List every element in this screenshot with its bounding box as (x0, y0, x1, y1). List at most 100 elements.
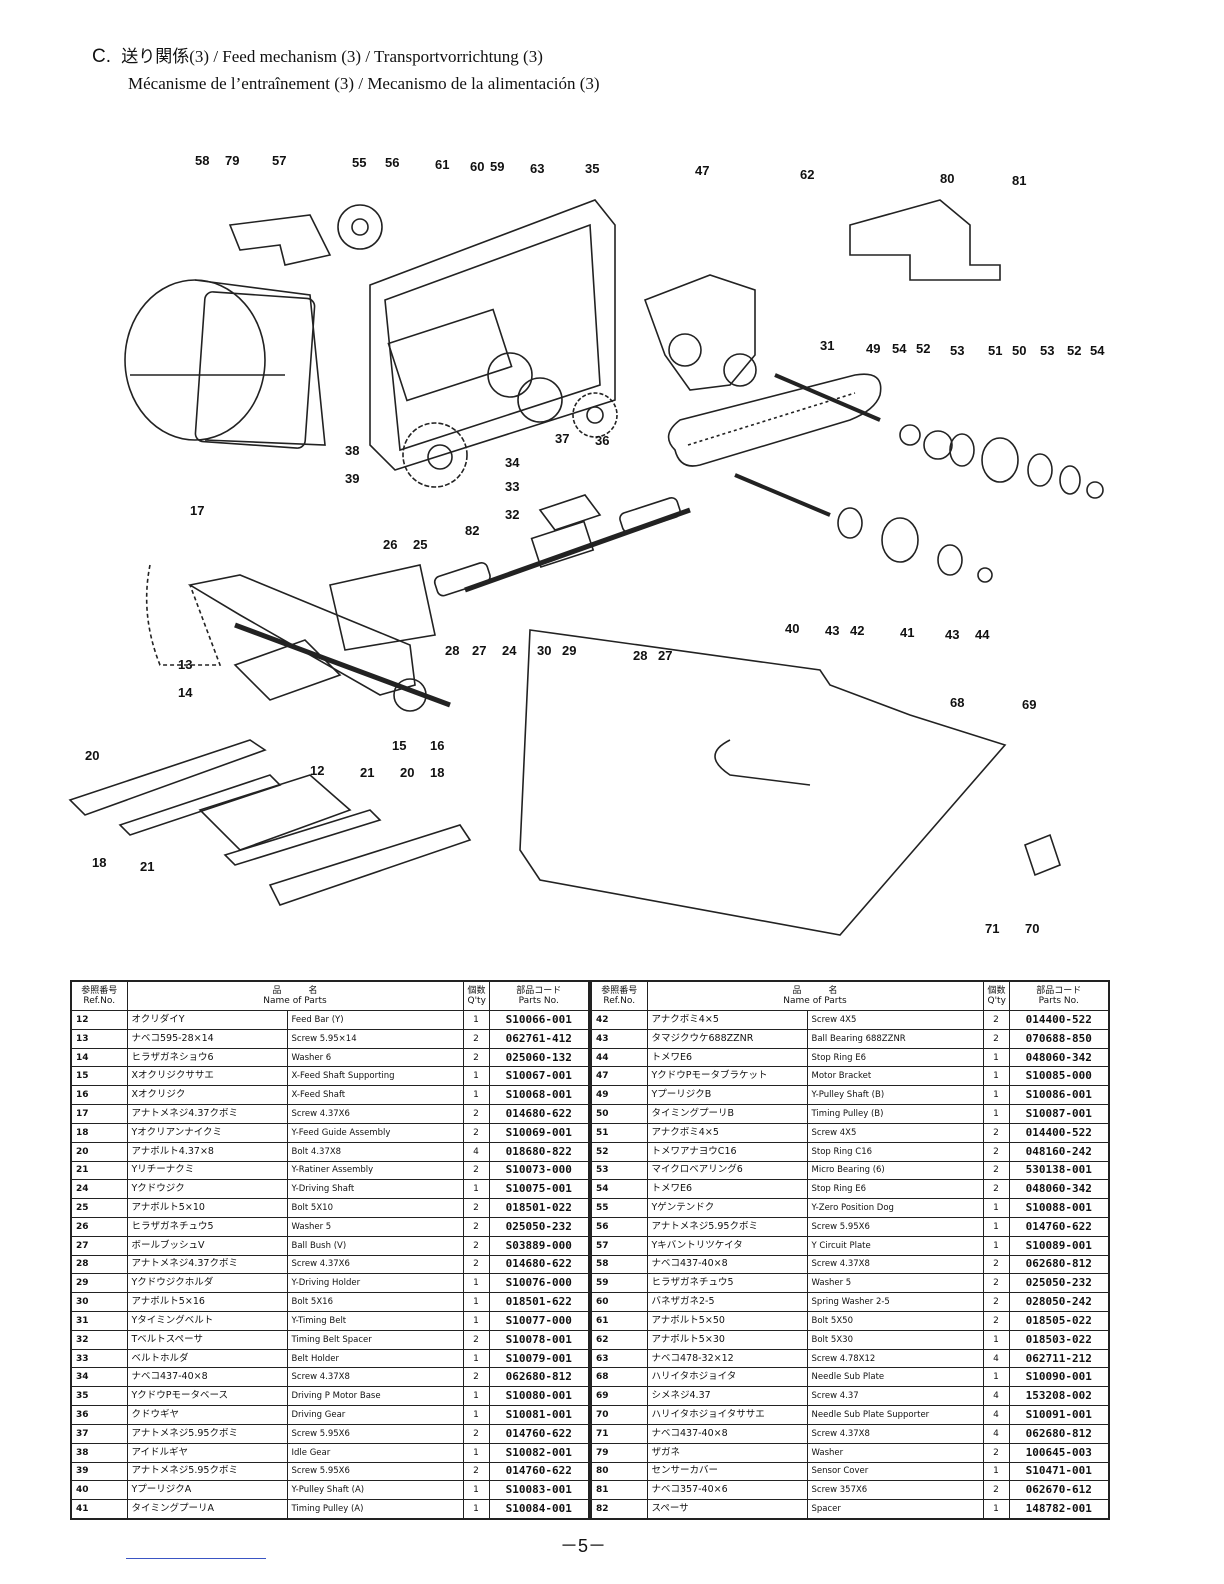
cell-en: Spacer (806, 1499, 984, 1520)
callout: 36 (595, 433, 609, 448)
cell-code: 025060-132 (488, 1047, 590, 1068)
cell-ref: 32 (70, 1329, 128, 1350)
needle-sub-plate-drawing (519, 629, 1007, 936)
cell-qty: 1 (982, 1499, 1010, 1520)
cell-ref: 42 (590, 1010, 648, 1030)
cell-jp: YクドウPモータブラケット (646, 1066, 808, 1087)
callout: 14 (178, 685, 193, 700)
cell-qty: 2 (462, 1198, 490, 1218)
cell-qty: 4 (982, 1386, 1010, 1407)
cell-code: 062761-412 (488, 1028, 590, 1049)
callout: 52 (1067, 343, 1081, 358)
cell-jp: アナトメネジ4.37クボミ (126, 1104, 288, 1124)
page-number: －5－ (560, 1536, 607, 1556)
cell-ref: 58 (590, 1254, 648, 1275)
cell-jp: トメワアナヨウC16 (646, 1141, 808, 1162)
cell-qty: 2 (982, 1311, 1010, 1331)
cell-qty: 2 (982, 1141, 1010, 1162)
cell-en: X-Feed Shaft Supporting (286, 1066, 464, 1087)
cell-qty: 1 (462, 1386, 490, 1407)
cell-ref: 24 (70, 1179, 128, 1200)
cell-jp: アナクボミ4×5 (646, 1010, 808, 1030)
cell-code: S10069-001 (488, 1122, 590, 1143)
cell-en: Timing Pulley (A) (286, 1499, 464, 1520)
cell-qty: 2 (982, 1254, 1010, 1275)
cell-jp: Yクドウジクホルダ (126, 1273, 288, 1294)
cell-ref: 27 (70, 1235, 128, 1256)
cell-qty: 1 (462, 1405, 490, 1425)
cell-qty: 2 (982, 1122, 1010, 1143)
cell-qty: 1 (982, 1235, 1010, 1256)
cell-en: Feed Bar (Y) (286, 1010, 464, 1030)
cell-en: Screw 4.37X8 (806, 1423, 984, 1444)
cell-jp: ベルトホルダ (126, 1348, 288, 1369)
cell-ref: 79 (590, 1442, 648, 1463)
cell-jp: Tベルトスペーサ (126, 1329, 288, 1350)
callout: 59 (490, 159, 504, 174)
cell-qty: 2 (982, 1292, 1010, 1312)
cell-ref: 21 (70, 1160, 128, 1181)
cell-en: Belt Holder (286, 1348, 464, 1369)
callout: 35 (585, 161, 599, 176)
cell-en: Screw 4X5 (806, 1122, 984, 1143)
cell-ref: 14 (70, 1047, 128, 1068)
cell-code: 153208-002 (1008, 1386, 1110, 1407)
callout: 70 (1025, 921, 1039, 936)
callout: 21 (360, 765, 374, 780)
cell-ref: 55 (590, 1198, 648, 1218)
cell-qty: 2 (462, 1160, 490, 1181)
cell-qty: 1 (982, 1085, 1010, 1106)
cell-ref: 63 (590, 1348, 648, 1369)
callout: 38 (345, 443, 359, 458)
cell-ref: 20 (70, 1141, 128, 1162)
cell-jp: ナベコ478-32×12 (646, 1348, 808, 1369)
cell-qty: 1 (982, 1047, 1010, 1068)
callout: 71 (985, 921, 999, 936)
cell-en: Driving P Motor Base (286, 1386, 464, 1407)
cell-jp: Yタイミングベルト (126, 1311, 288, 1331)
cell-jp: ハリイタホジョイタササエ (646, 1405, 808, 1425)
cell-code: S10471-001 (1008, 1461, 1110, 1482)
cell-jp: アナボルト5×30 (646, 1329, 808, 1350)
cell-ref: 51 (590, 1122, 648, 1143)
callout: 26 (383, 537, 397, 552)
cell-ref: 50 (590, 1104, 648, 1124)
cell-qty: 1 (462, 1311, 490, 1331)
motor-drawing (124, 279, 326, 449)
callout: 44 (975, 627, 990, 642)
cell-code: S10088-001 (1008, 1198, 1110, 1218)
cell-code: 018680-822 (488, 1141, 590, 1162)
cell-ref: 80 (590, 1461, 648, 1482)
cell-ref: 47 (590, 1066, 648, 1087)
cell-en: Screw 5.95×14 (286, 1028, 464, 1049)
cell-ref: 25 (70, 1198, 128, 1218)
cell-ref: 70 (590, 1405, 648, 1425)
cell-qty: 4 (462, 1141, 490, 1162)
cell-jp: YプーリジクB (646, 1085, 808, 1106)
callout: 13 (178, 657, 192, 672)
callout: 40 (785, 621, 799, 636)
page-title-line1: C. 送り関係(3) / Feed mechanism (3) / Transp… (92, 42, 543, 68)
cell-en: Bolt 5X50 (806, 1311, 984, 1331)
callout: 63 (530, 161, 544, 176)
callout: 43 (945, 627, 959, 642)
cell-en: Bolt 5X10 (286, 1198, 464, 1218)
callout: 31 (820, 338, 834, 353)
